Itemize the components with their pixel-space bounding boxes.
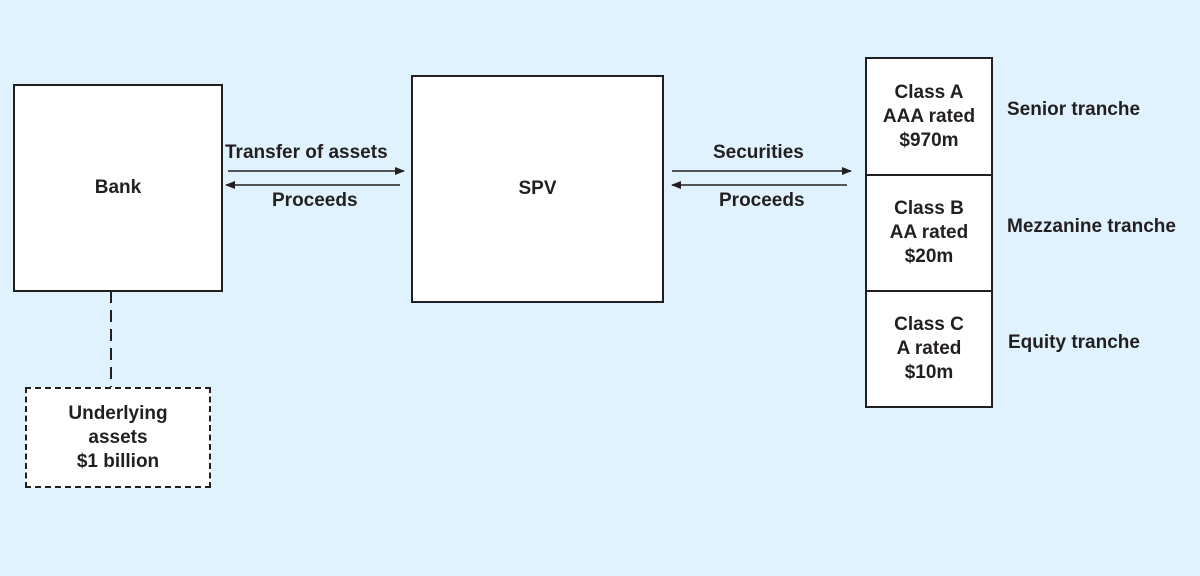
underlying-line-3: $1 billion: [76, 450, 160, 472]
tranche-amount: $20m: [904, 246, 954, 267]
tranche-class-a: Class A AAA rated $970m: [865, 57, 993, 176]
underlying-line-2: assets: [88, 426, 148, 448]
tranche-amount: $10m: [904, 362, 954, 383]
tranche-amount: $970m: [899, 129, 959, 151]
tranche-class: Class C: [894, 314, 964, 335]
mezzanine-tranche-label: Mezzanine tranche: [1007, 216, 1176, 237]
tranche-rating: A rated: [896, 338, 962, 359]
tranche-class-b: Class B AA rated $20m: [865, 174, 993, 292]
bank-box: Bank: [13, 84, 223, 292]
tranche-class: Class A: [894, 81, 964, 103]
underlying-assets-box: Underlying assets $1 billion: [25, 387, 211, 488]
underlying-line-1: Underlying: [68, 402, 168, 424]
tranche-rating: AA rated: [889, 222, 969, 243]
tranche-rating: AAA rated: [882, 105, 976, 127]
transfer-of-assets-label: Transfer of assets: [225, 142, 388, 163]
spv-label: SPV: [518, 178, 557, 199]
tranche-class-c: Class C A rated $10m: [865, 290, 993, 408]
senior-tranche-label: Senior tranche: [1007, 99, 1141, 120]
equity-tranche-label: Equity tranche: [1008, 332, 1140, 353]
securities-label: Securities: [713, 142, 804, 163]
spv-box: SPV: [411, 75, 664, 303]
tranche-class: Class B: [894, 198, 964, 219]
bank-label: Bank: [94, 177, 142, 198]
spv-proceeds-label: Proceeds: [719, 190, 805, 211]
bank-proceeds-label: Proceeds: [272, 190, 358, 211]
